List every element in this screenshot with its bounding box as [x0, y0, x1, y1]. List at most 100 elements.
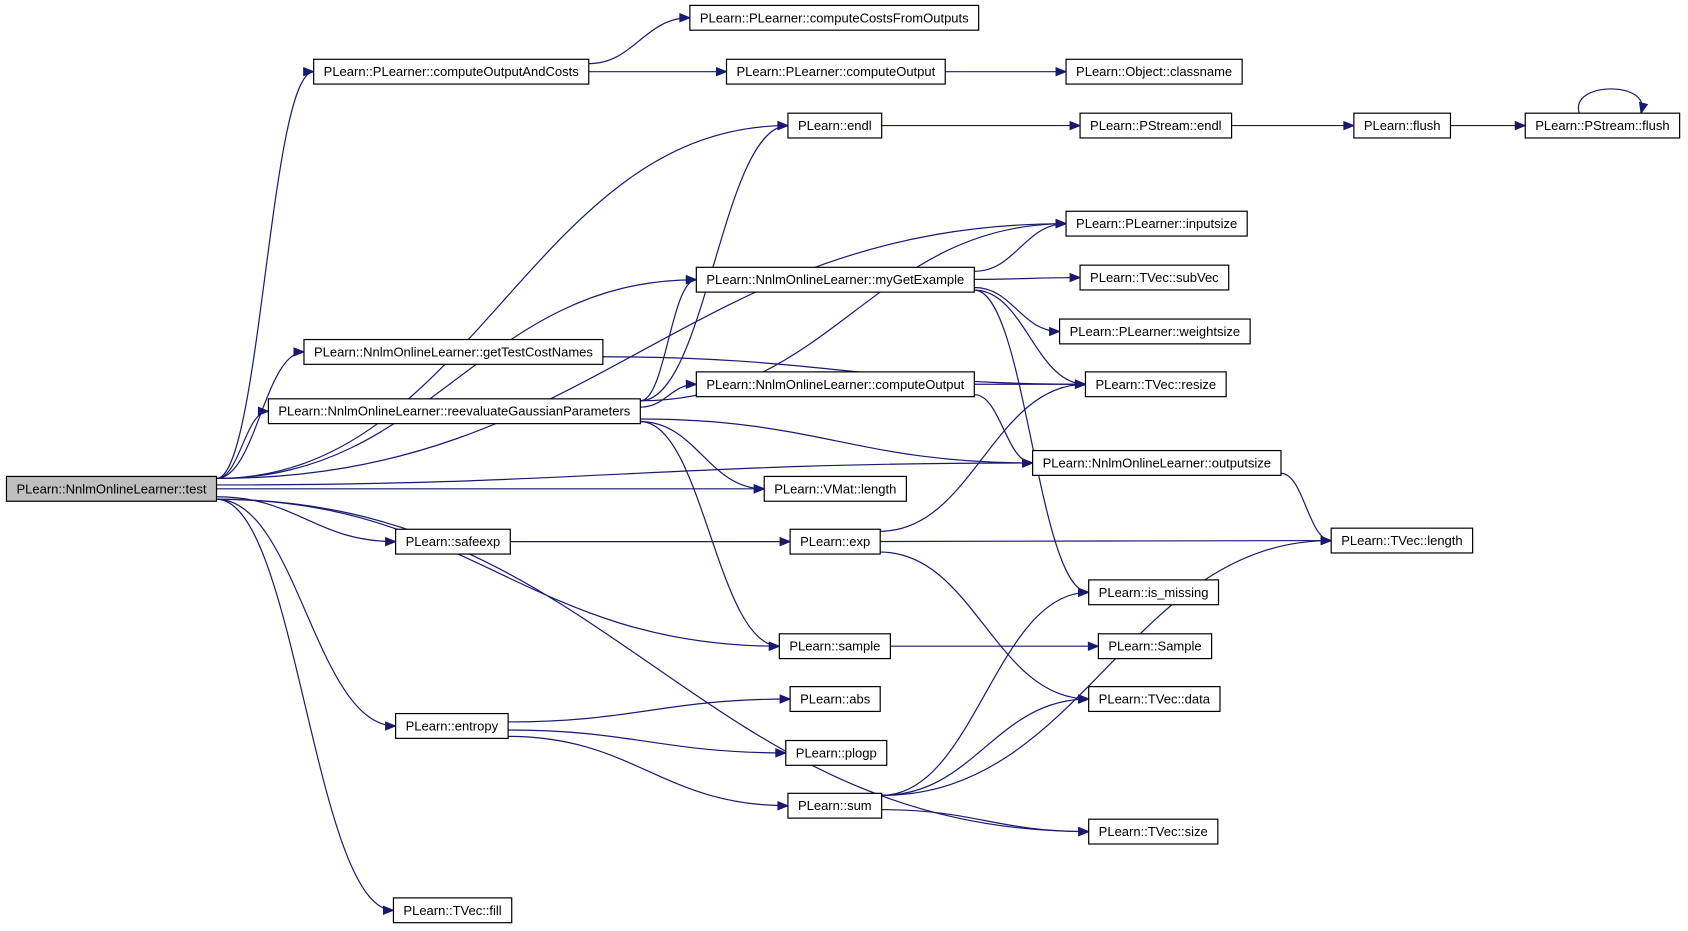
edge-arrowhead [1078, 587, 1091, 598]
node-is-missing[interactable]: PLearn::is_missing [1088, 579, 1220, 606]
edge-computeOutputAndCosts-to-computeCostsFromOutputs [588, 13, 692, 65]
edge-line [216, 124, 788, 480]
node-box [1032, 449, 1282, 476]
edge-line [602, 356, 1086, 385]
edge-pstreamEndl-to-flush [1231, 120, 1356, 131]
edge-flush-to-pstreamFlush [1450, 120, 1527, 131]
node-resize[interactable]: PLearn::TVec::resize [1084, 371, 1227, 398]
edge-arrowhead [1078, 826, 1091, 837]
node-fill[interactable]: PLearn::TVec::fill [392, 897, 513, 924]
node-pstream-endl[interactable]: PLearn::PStream::endl [1079, 112, 1233, 139]
node-compute-output-and-costs[interactable]: PLearn::PLearner::computeOutputAndCosts [313, 58, 590, 85]
node-label: PLearn::PLearner::computeOutput [737, 64, 936, 79]
edge-arrowhead [1022, 458, 1034, 468]
edge-arrowhead [1074, 379, 1087, 390]
node-sum[interactable]: PLearn::sum [787, 792, 883, 819]
edge-line [508, 698, 791, 723]
edge-arrowhead [1069, 272, 1082, 283]
edge-reevaluate-to-nnlmComputeOutput [640, 379, 698, 408]
node-tvec-size[interactable]: PLearn::TVec::size [1088, 818, 1219, 845]
node-tvec-length[interactable]: PLearn::TVec::length [1330, 527, 1474, 554]
edge-arrowhead [1638, 101, 1649, 115]
node-root[interactable]: PLearn::NnlmOnlineLearner::test [5, 475, 218, 502]
edge-arrowhead [779, 694, 792, 704]
node--sample[interactable]: PLearn::Sample [1097, 633, 1213, 660]
node-my-get-example[interactable]: PLearn::NnlmOnlineLearner::myGetExample [695, 266, 975, 293]
node-plearner-compute-output[interactable]: PLearn::PLearner::computeOutput [725, 58, 946, 85]
node-inputsize[interactable]: PLearn::PLearner::inputsize [1065, 210, 1248, 237]
edge-root-to-outputsize [216, 458, 1034, 486]
node-box [1097, 633, 1213, 660]
edge-entropy-to-sum [508, 735, 790, 811]
edge-line [216, 498, 780, 647]
node-reevaluate[interactable]: PLearn::NnlmOnlineLearner::reevaluateGau… [267, 398, 641, 425]
edge-sum-to-isMissing [881, 587, 1091, 796]
edge-arrowhead [775, 748, 788, 758]
node-sample[interactable]: PLearn::sample [778, 633, 891, 660]
edge-line [640, 279, 697, 402]
edge-root-to-reevaluate [216, 406, 270, 480]
edge-myGetExample-to-subVec [974, 272, 1082, 283]
node-flush[interactable]: PLearn::flush [1353, 112, 1452, 139]
edge-arrowhead [768, 641, 781, 651]
node-tvec-data[interactable]: PLearn::TVec::data [1088, 686, 1221, 713]
edge-arrowhead [385, 721, 397, 731]
node-compute-costs-from-outputs[interactable]: PLearn::PLearner::computeCostsFromOutput… [689, 4, 980, 31]
node-box [313, 58, 590, 85]
edge-root-to-fill [216, 498, 395, 916]
edge-root-to-getTestCostNames [216, 347, 306, 480]
node-vmat-length[interactable]: PLearn::VMat::length [763, 475, 907, 502]
edge-line [508, 729, 786, 754]
node-pstream-flush[interactable]: PLearn::PStream::flush [1524, 112, 1681, 139]
node-label: PLearn::PStream::flush [1535, 118, 1669, 133]
edge-root-to-myGetExample [216, 274, 698, 480]
edge-line [974, 289, 1089, 593]
node-box [1524, 112, 1681, 139]
edge-line [216, 71, 314, 480]
edge-arrowhead [1069, 120, 1082, 131]
node-label: PLearn::TVec::data [1099, 692, 1211, 707]
node-weightsize[interactable]: PLearn::PLearner::weightsize [1058, 318, 1251, 345]
edge-exp-to-tvecData [880, 551, 1091, 704]
node-nnlm-compute-output[interactable]: PLearn::NnlmOnlineLearner::computeOutput [695, 371, 975, 398]
node-label: PLearn::VMat::length [774, 481, 896, 496]
node-endl[interactable]: PLearn::endl [787, 112, 883, 139]
edge-arrowhead [385, 536, 397, 547]
node-entropy[interactable]: PLearn::entropy [394, 712, 509, 739]
node-safeexp[interactable]: PLearn::safeexp [394, 528, 511, 555]
edge-arrowhead [685, 274, 698, 285]
node-label: PLearn::NnlmOnlineLearner::computeOutput [706, 377, 964, 392]
edge-reevaluate-to-vmatLength [640, 421, 766, 494]
edge-line [216, 498, 396, 727]
node-label: PLearn::NnlmOnlineLearner::myGetExample [706, 272, 964, 287]
edge-arrowhead [1055, 66, 1068, 77]
edge-root-to-vmatLength [216, 484, 766, 494]
edge-arrowhead [1514, 120, 1527, 131]
node-get-test-cost-names[interactable]: PLearn::NnlmOnlineLearner::getTestCostNa… [303, 338, 604, 365]
edge-line [640, 124, 788, 402]
edge-arrowhead [685, 379, 698, 390]
edge-line [508, 735, 788, 807]
node-box [1065, 210, 1248, 237]
node-label: PLearn::PLearner::computeOutputAndCosts [324, 64, 580, 79]
node-box [1079, 112, 1233, 139]
node-abs[interactable]: PLearn::abs [789, 686, 881, 713]
node-outputsize[interactable]: PLearn::NnlmOnlineLearner::outputsize [1032, 449, 1282, 476]
node-plogp[interactable]: PLearn::plogp [785, 739, 888, 766]
node-sub-vec[interactable]: PLearn::TVec::subVec [1079, 264, 1230, 291]
edge-sample-to-Sample [890, 641, 1100, 651]
edge-line [880, 551, 1089, 700]
node-box [1088, 579, 1220, 606]
edge-reevaluate-to-endl [640, 120, 790, 402]
node-box [695, 371, 975, 398]
node-classname[interactable]: PLearn::Object::classname [1065, 58, 1243, 85]
edge-arrowhead [779, 536, 792, 547]
node-label: PLearn::abs [800, 692, 871, 707]
edge-nnlmComputeOutput-to-outputsize [974, 394, 1034, 468]
edge-line [881, 591, 1089, 796]
node-box [787, 792, 883, 819]
node-label: PLearn::entropy [406, 718, 499, 733]
node-box [725, 58, 946, 85]
edge-arrowhead [1087, 641, 1100, 651]
node-exp[interactable]: PLearn::exp [789, 528, 881, 555]
